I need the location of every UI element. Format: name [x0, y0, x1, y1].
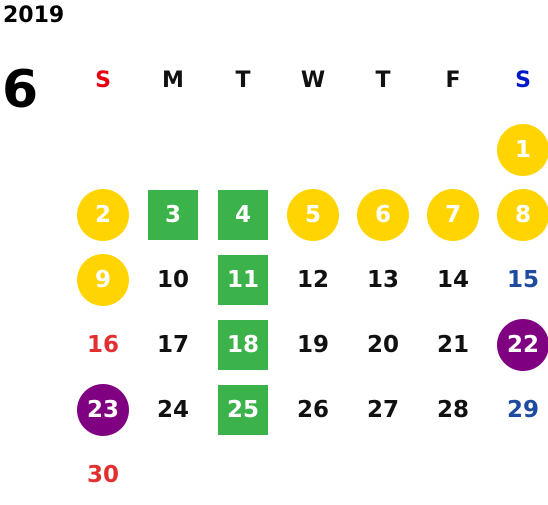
day-cell-16[interactable]: 16 [68, 315, 138, 375]
weekday-sunday: S [95, 67, 111, 93]
day-4: 4 [218, 190, 268, 240]
day-27: 27 [366, 397, 399, 423]
day-9: 9 [77, 254, 129, 306]
day-10: 10 [156, 267, 189, 293]
day-cell-29[interactable]: 29 [488, 380, 548, 440]
day-22: 22 [497, 319, 548, 371]
day-1: 1 [497, 124, 548, 176]
day-cell-28[interactable]: 28 [418, 380, 488, 440]
weekday-saturday: S [515, 67, 531, 93]
weekday-wednesday: W [300, 67, 326, 93]
day-cell-3[interactable]: 3 [138, 185, 208, 245]
day-12: 12 [296, 267, 329, 293]
day-cell-11[interactable]: 11 [208, 250, 278, 310]
weekday-tuesday: T [235, 67, 251, 93]
day-6: 6 [357, 189, 409, 241]
day-2: 2 [77, 189, 129, 241]
day-cell-13[interactable]: 13 [348, 250, 418, 310]
day-28: 28 [436, 397, 469, 423]
day-cell-19[interactable]: 19 [278, 315, 348, 375]
day-17: 17 [156, 332, 189, 358]
day-23: 23 [77, 384, 129, 436]
day-cell-18[interactable]: 18 [208, 315, 278, 375]
day-3: 3 [148, 190, 198, 240]
day-cell-8[interactable]: 8 [488, 185, 548, 245]
day-cell-2[interactable]: 2 [68, 185, 138, 245]
day-20: 20 [366, 332, 399, 358]
calendar-month: 6 [2, 60, 39, 120]
day-cell-1[interactable]: 1 [488, 120, 548, 180]
day-14: 14 [436, 267, 469, 293]
day-cell-15[interactable]: 15 [488, 250, 548, 310]
day-11: 11 [218, 255, 268, 305]
day-cell-10[interactable]: 10 [138, 250, 208, 310]
day-cell-30[interactable]: 30 [68, 445, 138, 505]
day-25: 25 [218, 385, 268, 435]
day-cell-23[interactable]: 23 [68, 380, 138, 440]
day-21: 21 [436, 332, 469, 358]
calendar-year: 2019 [3, 3, 65, 28]
weekday-header-row: S M T W T F S [68, 50, 548, 110]
day-cell-12[interactable]: 12 [278, 250, 348, 310]
week-row-2: 2 3 4 5 6 7 8 [68, 185, 548, 245]
week-row-3: 9 10 11 12 13 14 15 [68, 250, 548, 310]
weekday-thursday: T [375, 67, 391, 93]
day-cell-4[interactable]: 4 [208, 185, 278, 245]
day-cell-21[interactable]: 21 [418, 315, 488, 375]
day-cell-6[interactable]: 6 [348, 185, 418, 245]
day-cell-22[interactable]: 22 [488, 315, 548, 375]
day-13: 13 [366, 267, 399, 293]
weekday-friday: F [445, 67, 461, 93]
day-19: 19 [296, 332, 329, 358]
day-cell-24[interactable]: 24 [138, 380, 208, 440]
day-cell-14[interactable]: 14 [418, 250, 488, 310]
week-row-5: 23 24 25 26 27 28 29 [68, 380, 548, 440]
day-8: 8 [497, 189, 548, 241]
day-18: 18 [218, 320, 268, 370]
day-15: 15 [506, 267, 539, 293]
day-30: 30 [86, 462, 119, 488]
day-26: 26 [296, 397, 329, 423]
day-cell-26[interactable]: 26 [278, 380, 348, 440]
week-row-1: 1 [68, 120, 548, 180]
week-row-6: 30 [68, 445, 548, 505]
day-cell-20[interactable]: 20 [348, 315, 418, 375]
day-cell-5[interactable]: 5 [278, 185, 348, 245]
day-cell-17[interactable]: 17 [138, 315, 208, 375]
day-cell-9[interactable]: 9 [68, 250, 138, 310]
day-24: 24 [156, 397, 189, 423]
day-16: 16 [86, 332, 119, 358]
day-7: 7 [427, 189, 479, 241]
day-cell-25[interactable]: 25 [208, 380, 278, 440]
week-row-4: 16 17 18 19 20 21 22 [68, 315, 548, 375]
day-cell-27[interactable]: 27 [348, 380, 418, 440]
day-5: 5 [287, 189, 339, 241]
day-cell-7[interactable]: 7 [418, 185, 488, 245]
weekday-monday: M [162, 67, 184, 93]
day-29: 29 [506, 397, 539, 423]
